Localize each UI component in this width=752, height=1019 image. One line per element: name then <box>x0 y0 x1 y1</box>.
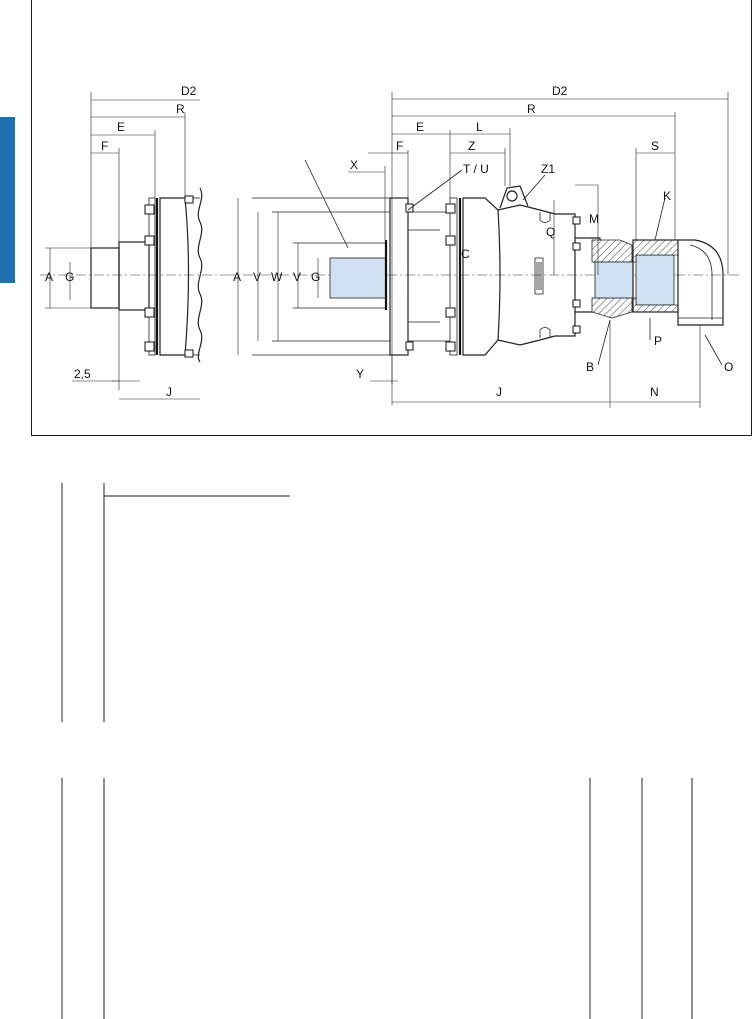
main-a-label: A <box>233 270 241 284</box>
left-hub <box>118 241 150 311</box>
bolt-icon <box>184 349 194 358</box>
table-grid-1 <box>61 483 290 722</box>
bolt-icon <box>572 299 581 308</box>
section-top <box>591 239 633 263</box>
adapter-flange <box>389 197 409 356</box>
left-d2-label: D2 <box>181 84 197 98</box>
left-view: D2 R E F A G 2,5 J <box>40 84 225 400</box>
bolt-icon <box>144 341 155 352</box>
main-q-label: Q <box>546 225 555 239</box>
main-y-label: Y <box>356 367 364 381</box>
main-v2-label: V <box>293 270 301 284</box>
bolt-icon <box>184 195 194 204</box>
output-bore <box>594 261 634 299</box>
main-c-label: C <box>461 247 470 261</box>
bolt-icon <box>572 216 581 225</box>
main-d2-label: D2 <box>552 84 568 98</box>
lifting-lug <box>499 185 529 209</box>
section-tab <box>0 117 15 283</box>
bolt-icon <box>144 235 155 246</box>
bolt-icon <box>572 325 581 334</box>
vent-plate <box>534 257 544 295</box>
main-g-label: G <box>311 270 320 284</box>
left-shaft <box>90 247 120 309</box>
lifting-eye <box>506 190 518 202</box>
main-n-label: N <box>650 385 659 399</box>
table-grid-2 <box>61 778 693 1019</box>
main-b-label: B <box>586 360 594 374</box>
main-s-label: S <box>651 139 659 153</box>
left-flange <box>148 197 156 356</box>
main-l-label: L <box>476 120 483 134</box>
left-a-label: A <box>45 270 53 284</box>
shaft-leader <box>304 159 349 249</box>
main-tu-label: T / U <box>463 162 489 176</box>
main-shaft <box>329 257 387 299</box>
bolt-icon <box>405 203 414 213</box>
main-r-label: R <box>527 102 536 116</box>
left-gap-label: 2,5 <box>74 367 91 381</box>
bolt-icon <box>144 204 155 215</box>
main-e-label: E <box>416 120 424 134</box>
main-m-label: M <box>589 212 599 226</box>
bolt-icon <box>445 307 456 318</box>
left-f-label: F <box>101 139 108 153</box>
left-break-line <box>197 187 203 363</box>
elbow-housing <box>677 239 724 326</box>
main-k-label: K <box>663 189 671 203</box>
main-view: D2 R E L F X Z T / U Z1 M S K Q A V W V … <box>225 84 740 408</box>
main-z1-label: Z1 <box>541 162 555 176</box>
left-g-label: G <box>65 270 74 284</box>
bolt-icon <box>572 242 581 251</box>
main-v1-label: V <box>253 270 261 284</box>
gearbox-flange <box>449 197 458 356</box>
main-j-label: J <box>496 385 502 399</box>
main-f-label: F <box>396 139 403 153</box>
left-body <box>159 197 190 356</box>
left-r-label: R <box>176 102 185 116</box>
left-j-label: J <box>166 385 172 399</box>
bolt-icon <box>445 341 456 352</box>
main-w-label: W <box>271 270 283 284</box>
output-shaft <box>635 254 675 306</box>
gearbox-front <box>462 197 501 356</box>
bolt-icon <box>144 307 155 318</box>
main-x-label: X <box>350 158 358 172</box>
section-bottom <box>591 297 633 319</box>
main-p-label: P <box>654 334 662 348</box>
main-o-label: O <box>724 360 733 374</box>
main-z-label: Z <box>468 139 475 153</box>
bolt-icon <box>445 203 456 214</box>
left-e-label: E <box>117 120 125 134</box>
bolt-icon <box>405 341 414 351</box>
gearbox-body <box>497 204 576 346</box>
bolt-icon <box>445 235 456 246</box>
